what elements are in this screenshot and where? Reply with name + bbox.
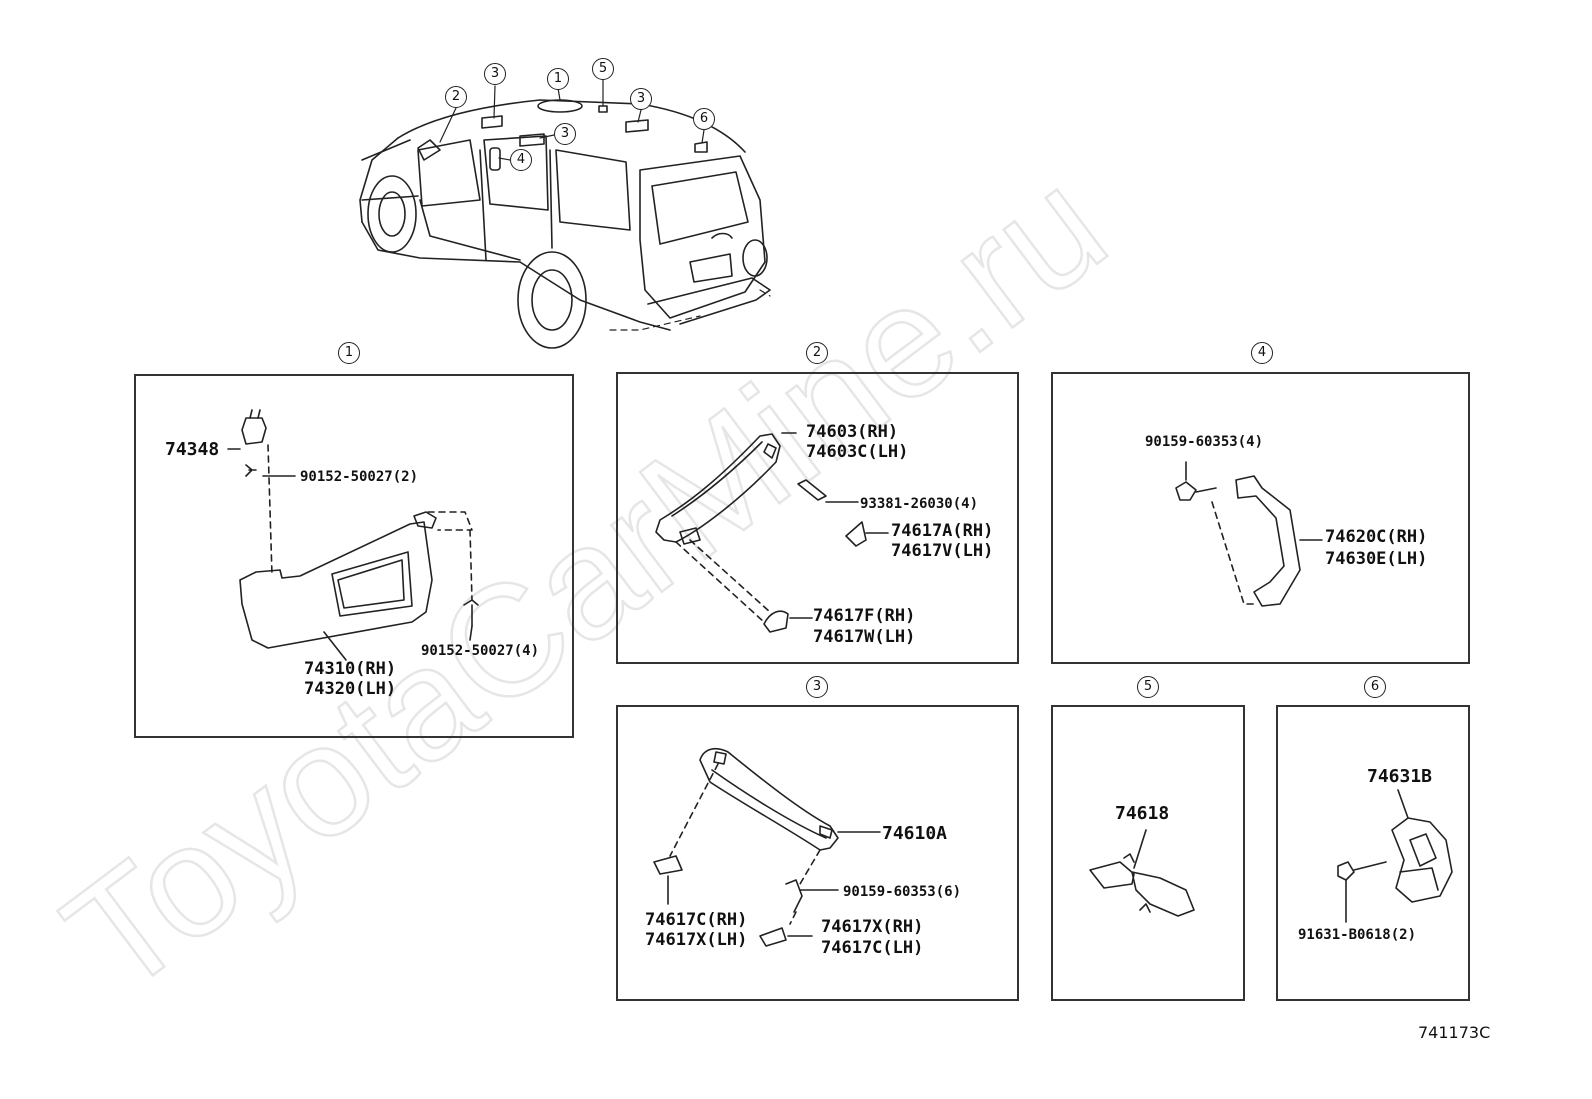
panel-3-drawing bbox=[653, 747, 881, 947]
overview-callout-4: 4 bbox=[510, 149, 532, 171]
label-74631b: 74631B bbox=[1367, 766, 1433, 787]
label-74617x-rh: 74617X(RH) bbox=[821, 917, 924, 937]
panel-4 bbox=[1051, 372, 1470, 664]
panel-5-number: 5 bbox=[1137, 676, 1159, 698]
vehicle-overview bbox=[359, 99, 771, 349]
label-74310-rh: 74310(RH) bbox=[304, 659, 397, 679]
panel-6 bbox=[1276, 705, 1470, 1001]
panel-5-drawing bbox=[1089, 829, 1195, 917]
diagram-code: 741173C bbox=[1418, 1023, 1491, 1042]
panel-1-drawing bbox=[227, 409, 479, 661]
panel-4-drawing bbox=[1175, 461, 1323, 607]
panel-1-number: 1 bbox=[338, 342, 360, 364]
label-74620c-rh: 74620C(RH) bbox=[1325, 527, 1428, 547]
label-74617x-lh: 74617X(LH) bbox=[645, 930, 748, 950]
overview-callout-3c: 3 bbox=[554, 123, 576, 145]
label-74617w-lh: 74617W(LH) bbox=[813, 627, 916, 647]
panel-3-number: 3 bbox=[806, 676, 828, 698]
label-74603-rh: 74603(RH) bbox=[806, 422, 899, 442]
label-74617v-lh: 74617V(LH) bbox=[891, 541, 994, 561]
label-74617a-rh: 74617A(RH) bbox=[891, 521, 994, 541]
panel-5 bbox=[1051, 705, 1245, 1001]
label-74618: 74618 bbox=[1115, 803, 1170, 824]
overview-callout-3b: 3 bbox=[630, 88, 652, 110]
panel-3 bbox=[616, 705, 1019, 1001]
overview-callout-6: 6 bbox=[693, 108, 715, 130]
panel-2-drawing bbox=[655, 432, 889, 633]
label-74617c-rh: 74617C(RH) bbox=[645, 910, 748, 930]
panel-4-number: 4 bbox=[1251, 342, 1273, 364]
panel-1 bbox=[134, 374, 574, 738]
label-74610a: 74610A bbox=[882, 823, 948, 844]
panel-2-number: 2 bbox=[806, 342, 828, 364]
overview-callout-1: 1 bbox=[547, 68, 569, 90]
panel-6-number: 6 bbox=[1364, 676, 1386, 698]
overview-callout-2: 2 bbox=[445, 86, 467, 108]
label-91631-b0618-2: 91631-B0618(2) bbox=[1298, 927, 1417, 943]
label-74630e-lh: 74630E(LH) bbox=[1325, 549, 1428, 569]
overview-callout-5: 5 bbox=[592, 58, 614, 80]
label-90159-60353-4: 90159-60353(4) bbox=[1145, 434, 1264, 450]
label-74603c-lh: 74603C(LH) bbox=[806, 442, 909, 462]
label-74320-lh: 74320(LH) bbox=[304, 679, 397, 699]
label-93381-26030-4: 93381-26030(4) bbox=[860, 496, 979, 512]
label-90152-50027-2: 90152-50027(2) bbox=[300, 469, 419, 485]
overview-callout-3a: 3 bbox=[484, 63, 506, 85]
label-74617c-lh: 74617C(LH) bbox=[821, 938, 924, 958]
label-74348: 74348 bbox=[165, 439, 220, 460]
label-90159-60353-6: 90159-60353(6) bbox=[843, 884, 962, 900]
label-74617f-rh: 74617F(RH) bbox=[813, 606, 916, 626]
panel-2 bbox=[616, 372, 1019, 664]
panel-6-drawing bbox=[1337, 789, 1453, 923]
label-90152-50027-4: 90152-50027(4) bbox=[421, 643, 540, 659]
